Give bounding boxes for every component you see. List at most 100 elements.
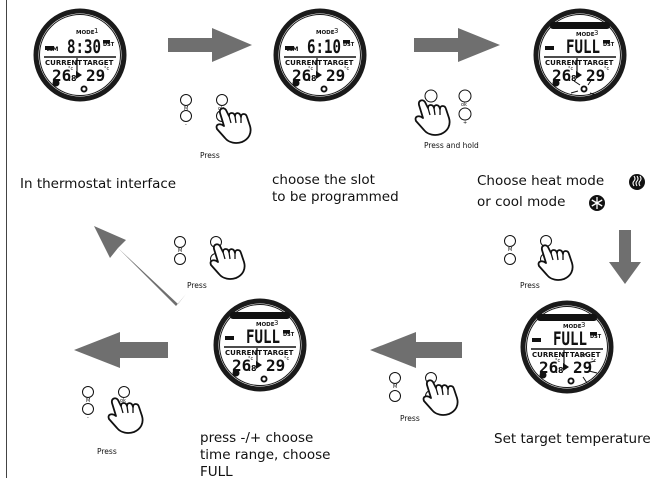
- ok-button[interactable]: [118, 386, 130, 398]
- current-temperature-decimal: .8: [308, 74, 317, 83]
- minus-button[interactable]: [82, 403, 94, 415]
- left-border-line: [6, 0, 7, 478]
- current-temperature-decimal: .8: [68, 74, 77, 83]
- ok-button[interactable]: [458, 89, 472, 103]
- am-pm-label: AM: [287, 45, 299, 53]
- minus-button-label: -: [87, 415, 89, 421]
- arrow-step1-to-step2: [168, 28, 252, 62]
- press-label-1: Press: [200, 151, 220, 160]
- press-label-4: Press: [400, 414, 420, 423]
- target-temperature: 29: [266, 356, 285, 375]
- current-unit: °c: [568, 66, 574, 72]
- pointing-hand-icon: [215, 107, 252, 144]
- heat-mode-icon: [628, 173, 646, 191]
- m-button[interactable]: [389, 372, 401, 384]
- minus-button[interactable]: [180, 110, 192, 122]
- caption-step5-line1: press -/+ choose: [200, 430, 314, 446]
- mode-number: 3: [334, 27, 338, 35]
- target-temperature: 29: [586, 66, 605, 85]
- thermostat-display-5: MODE 3 FULL DST CURRENT TARGET 26 .8 °c …: [216, 301, 304, 389]
- button-cluster-6: M - ok: [82, 386, 144, 434]
- thermostat-display-2: MODE 3 AM 6:10 DST CURRENT TARGET 26 .8 …: [276, 11, 364, 99]
- current-unit: °c: [68, 66, 74, 72]
- minus-button[interactable]: [504, 253, 516, 265]
- flow-arrows: [74, 28, 641, 368]
- pointing-hand-icon: [107, 397, 144, 434]
- m-button-label: M: [393, 384, 397, 390]
- main-readout: 6:10: [307, 36, 341, 58]
- m-button[interactable]: [174, 236, 186, 248]
- m-button[interactable]: [180, 94, 192, 106]
- current-temperature: 26: [232, 356, 251, 375]
- arrow-step5-to-next: [74, 332, 168, 368]
- m-button[interactable]: [82, 386, 94, 398]
- minus-button[interactable]: [174, 253, 186, 265]
- m-button[interactable]: [424, 89, 438, 103]
- mode-label: MODE: [256, 322, 275, 328]
- current-label: CURRENT: [545, 59, 582, 67]
- ok-button[interactable]: [216, 94, 228, 106]
- target-temperature: 29: [86, 66, 105, 85]
- minus-button-label: -: [185, 122, 187, 128]
- target-label: TARGET: [583, 59, 614, 67]
- plus-button[interactable]: [458, 107, 472, 121]
- m-button-label: M: [184, 106, 188, 112]
- caption-step4: Set target temperature: [494, 431, 651, 447]
- mode-label: MODE: [76, 30, 95, 36]
- thermostat-display-3: MODE 3 FULL DST CURRENT TARGET 26 .8 °c …: [536, 11, 624, 99]
- target-temperature: 29: [326, 66, 345, 85]
- current-unit: °c: [308, 66, 314, 72]
- mode-number: 3: [594, 29, 598, 37]
- press-label-3: Press: [520, 281, 540, 290]
- target-label: TARGET: [263, 349, 294, 357]
- button-cluster-1: M - ok: [180, 94, 252, 144]
- button-cluster-4: M +: [504, 235, 574, 281]
- main-readout: FULL: [566, 36, 600, 58]
- current-temperature: 26: [552, 66, 571, 85]
- plus-button-label: +: [463, 120, 467, 126]
- current-label: CURRENT: [45, 59, 82, 67]
- caption-step5-line2: time range, choose: [200, 447, 331, 463]
- caption-step3-line1: Choose heat mode: [477, 173, 605, 189]
- current-label: CURRENT: [285, 59, 322, 67]
- mode-label: MODE: [563, 324, 582, 330]
- button-cluster-5: M +: [389, 372, 459, 416]
- current-label: CURRENT: [225, 349, 262, 357]
- press-label-5: Press: [97, 447, 117, 456]
- current-unit: °c: [248, 356, 254, 362]
- caption-step5-line3: FULL: [200, 464, 233, 478]
- main-readout: FULL: [553, 328, 587, 350]
- dst-label: DST: [343, 42, 355, 48]
- m-button[interactable]: [504, 235, 516, 247]
- caption-step2-line2: to be programmed: [272, 189, 399, 205]
- target-label: TARGET: [570, 351, 601, 359]
- target-unit: °c: [344, 66, 350, 72]
- dst-label: DST: [103, 42, 115, 48]
- m-button-label: M: [86, 398, 90, 404]
- current-label: CURRENT: [532, 351, 569, 359]
- mode-number: 3: [581, 321, 585, 329]
- current-temperature: 26: [52, 66, 71, 85]
- current-temperature: 26: [292, 66, 311, 85]
- target-label: TARGET: [83, 59, 114, 67]
- pointing-hand-icon: [414, 99, 451, 136]
- mode-number: 3: [274, 319, 278, 327]
- target-label: TARGET: [323, 59, 354, 67]
- press-label-2: Press: [187, 281, 207, 290]
- arrow-step2-to-step3: [414, 28, 500, 62]
- button-cluster-3: M +: [174, 236, 246, 280]
- pointing-hand-icon: [209, 243, 246, 280]
- minus-button[interactable]: [389, 390, 401, 402]
- blink-rays-icon: [580, 352, 598, 384]
- current-temperature-decimal: .8: [248, 364, 257, 373]
- button-cluster-2: - ok +: [414, 89, 472, 136]
- time-slot-segments: [550, 22, 610, 29]
- caption-step3-line2: or cool mode: [477, 194, 566, 210]
- ok-button-label: ok: [120, 398, 126, 404]
- arrow-back-up-left: [94, 226, 186, 306]
- press-and-hold-label: Press and hold: [424, 141, 479, 150]
- m-button-label: M: [508, 247, 512, 253]
- time-slot-segments: [537, 314, 597, 321]
- caption-step2-line1: choose the slot: [272, 172, 375, 188]
